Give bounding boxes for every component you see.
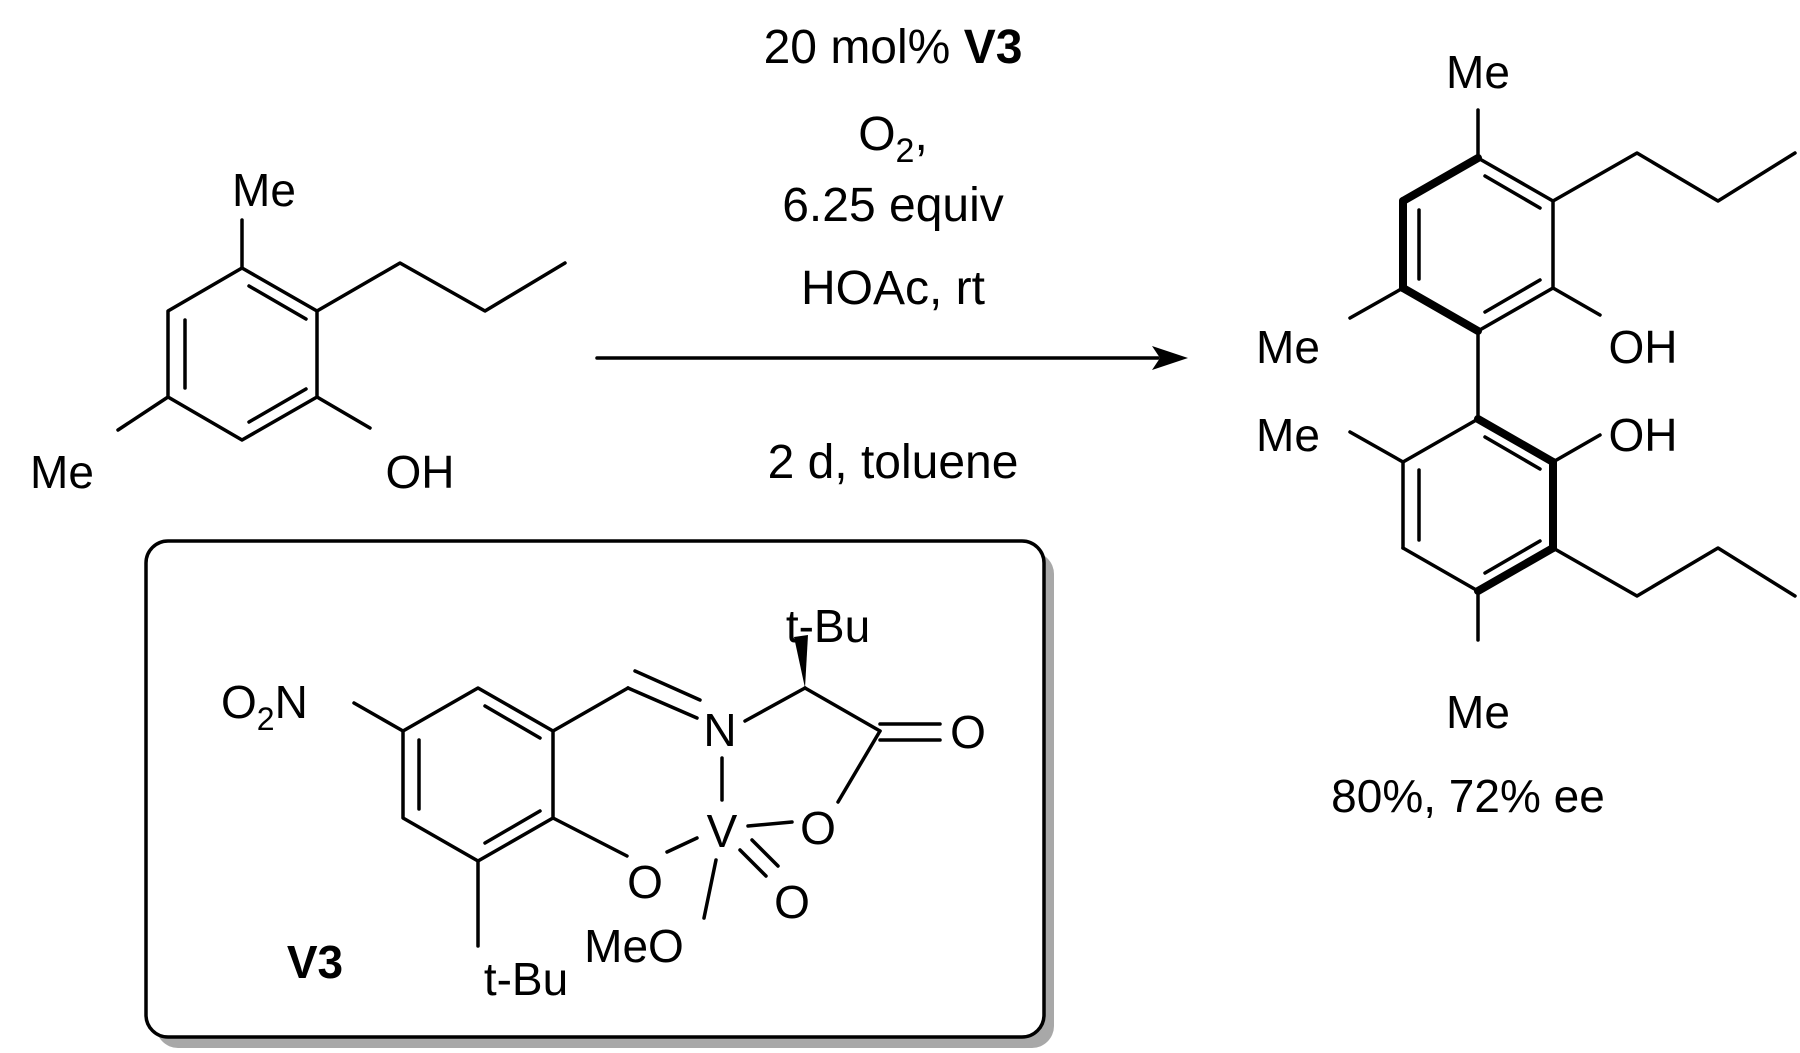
catalyst-tbu-top: t-Bu — [786, 600, 870, 652]
product-upper-ring-bond — [1476, 286, 1555, 333]
catalyst-double-bond — [483, 809, 542, 845]
catalyst-label: V3 — [287, 936, 343, 988]
catalyst-wedge-bond — [794, 635, 808, 688]
nitro-nitrogen: N — [275, 676, 308, 728]
catalyst-methoxide: MeO — [584, 920, 684, 972]
reactant-hydroxyl: OH — [386, 446, 455, 498]
product-methyl-lower-left: Me — [1256, 409, 1320, 461]
reactant-structure: Me Me OH — [30, 164, 567, 498]
reactant-methyl-bond-left — [116, 395, 170, 432]
catalyst-phenoxide-bond — [551, 816, 629, 858]
product-upper-double-bond — [1483, 278, 1542, 314]
product-lower-ring-bold-bond — [1474, 415, 1557, 466]
catalyst-v-methoxide-bond — [702, 858, 718, 920]
catalyst-carboxylate-bond — [836, 729, 882, 804]
product-lower-double-bond — [1483, 435, 1542, 471]
catalyst-amount: 20 mol% — [764, 21, 951, 74]
product-lower-double-bond — [1483, 539, 1542, 575]
catalyst-double-bond — [483, 704, 542, 740]
catalyst-v-phenoxide-bond — [665, 836, 699, 854]
reaction-arrow — [595, 346, 1188, 370]
product-structure: Me Me OH Me OH Me 80%, 72% ee — [1256, 46, 1797, 822]
reactant-propyl-chain — [315, 261, 567, 313]
product-lower-ring-bold-bond — [1474, 544, 1557, 595]
product-upper-methyl-left-bond — [1348, 286, 1405, 320]
condition-oxidant: O2, — [858, 108, 928, 170]
product-upper-ring-bold-bond — [1399, 284, 1482, 335]
product-lower-ring-bond — [1401, 417, 1480, 464]
reactant-methyl-top: Me — [232, 164, 296, 216]
oxidant-suffix: , — [914, 108, 927, 161]
product-upper-ring-bond — [1476, 156, 1555, 203]
reactant-hydroxyl-bond — [315, 395, 372, 430]
product-lower-methyl-left-bond — [1348, 430, 1405, 464]
product-methyl-upper-left: Me — [1256, 321, 1320, 373]
catalyst-box-frame — [144, 539, 1046, 1039]
catalyst-nitro-bond — [352, 701, 405, 733]
catalyst-phenoxide-oxygen: O — [627, 856, 663, 908]
product-hydroxyl-upper: OH — [1609, 321, 1678, 373]
catalyst-vanadium: V — [707, 805, 738, 857]
arrow-head — [1152, 346, 1188, 370]
product-methyl-bottom: Me — [1446, 686, 1510, 738]
reactant-double-bond-3 — [247, 387, 308, 424]
oxidant-subscript: 2 — [896, 132, 915, 170]
catalyst-oxo-double-bond — [738, 848, 768, 878]
product-upper-double-bond — [1483, 174, 1542, 210]
catalyst-imine-double-bond — [626, 686, 699, 720]
nitro-subscript: 2 — [257, 701, 275, 737]
oxidant-symbol: O — [858, 108, 895, 161]
catalyst-tbu-bottom: t-Bu — [484, 953, 568, 1005]
catalyst-carbonyl-oxygen: O — [950, 706, 986, 758]
product-yield: 80%, 72% ee — [1331, 770, 1605, 822]
product-methyl-top: Me — [1446, 46, 1510, 98]
product-lower-propyl-chain — [1551, 546, 1797, 598]
product-upper-propyl-chain — [1551, 151, 1797, 203]
product-hydroxyl-lower: OH — [1609, 409, 1678, 461]
catalyst-oxo-double-bond — [750, 838, 780, 868]
catalyst-name: V3 — [964, 21, 1023, 74]
catalyst-aryl-imine-bond — [551, 686, 630, 733]
product-upper-ring-bold-bond — [1399, 154, 1482, 205]
product-lower-hydroxyl-bond — [1551, 433, 1602, 464]
reactant-double-bond-1 — [247, 284, 308, 321]
catalyst-n-stereocenter-bond — [743, 686, 807, 723]
condition-equiv: 6.25 equiv — [782, 179, 1004, 232]
condition-time-solvent: 2 d, toluene — [768, 436, 1019, 489]
nitro-oxygen: O — [221, 676, 257, 728]
product-lower-ring-bond — [1401, 546, 1480, 593]
condition-additive: HOAc, rt — [801, 262, 985, 315]
catalyst-imine-nitrogen: N — [703, 704, 736, 756]
catalyst-stereocenter-carbonyl-bond — [803, 686, 882, 733]
catalyst-oxo-oxygen: O — [774, 876, 810, 928]
reactant-methyl-left: Me — [30, 446, 94, 498]
reaction-conditions: 20 mol% V3 O2, 6.25 equiv HOAc, rt 2 d, … — [764, 21, 1023, 489]
catalyst-box: O2N N t-Bu O O V O O MeO t-Bu — [144, 539, 1054, 1048]
product-upper-hydroxyl-bond — [1551, 286, 1602, 317]
catalyst-v-carboxylate-bond — [746, 820, 794, 828]
catalyst-carboxylate-oxygen: O — [800, 802, 836, 854]
catalyst-imine-double-bond — [633, 669, 702, 702]
catalyst-nitro-group: O2N — [221, 676, 308, 737]
condition-catalyst-line: 20 mol% V3 — [764, 21, 1023, 74]
reactant-ring — [166, 266, 319, 442]
